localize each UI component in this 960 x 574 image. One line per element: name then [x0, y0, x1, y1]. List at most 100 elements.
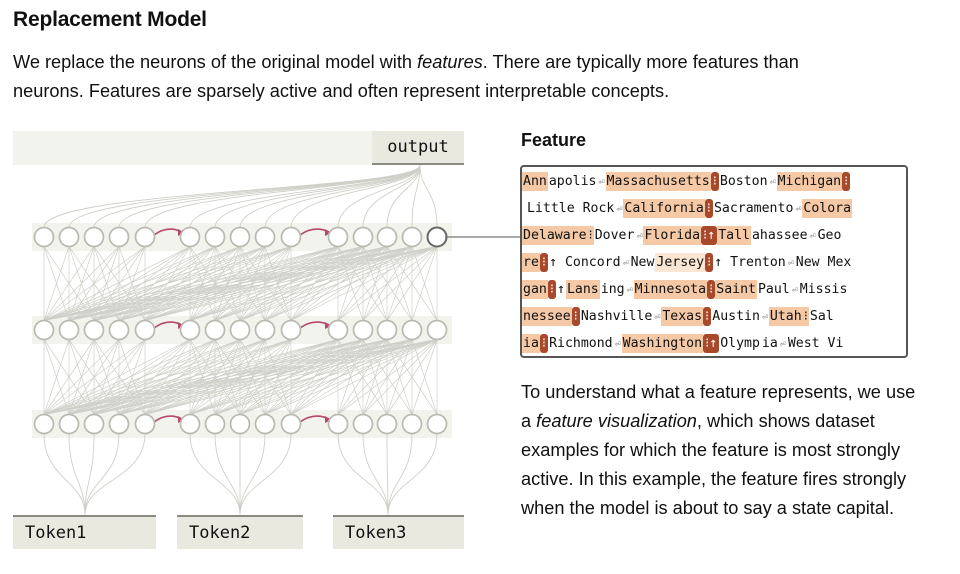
- output-edge: [264, 164, 421, 228]
- layer-edge: [362, 246, 438, 321]
- layer-edge: [43, 246, 120, 321]
- token-chip: ia: [761, 336, 778, 351]
- layer-edge: [43, 246, 388, 321]
- output-edge: [189, 164, 421, 228]
- layer-edge: [43, 339, 241, 415]
- token-edge: [386, 433, 389, 516]
- layer-edge: [68, 339, 438, 415]
- layer-edge: [214, 339, 438, 415]
- feature-node: [204, 319, 226, 341]
- residual-arrowhead: [325, 322, 331, 329]
- newline-icon: ⏎: [787, 258, 794, 269]
- token-edge: [362, 433, 389, 516]
- feature-node: [134, 319, 156, 341]
- feature-node: [33, 413, 55, 435]
- token-chip: ⁝: [539, 253, 549, 272]
- newline-icon: ⏎: [614, 339, 621, 350]
- layer-edge: [290, 246, 438, 321]
- feature-node: [58, 226, 80, 248]
- newline-icon: ⏎: [616, 204, 623, 215]
- intro-paragraph: We replace the neurons of the original m…: [13, 48, 843, 106]
- feature-node: [376, 413, 398, 435]
- newline-icon: ⏎: [809, 231, 816, 242]
- layer-edge: [43, 339, 95, 415]
- token-chip: ⁝: [802, 307, 809, 326]
- layer-edge: [43, 246, 70, 321]
- token-chip: Nashville: [580, 309, 653, 324]
- token-chip: ⁝: [705, 253, 714, 272]
- feature-example-row: Little Rock⏎California⁝Sacramento⏎Colora: [522, 195, 906, 222]
- output-label: output: [372, 131, 464, 165]
- token-chip: Florida: [643, 226, 702, 245]
- layer-edge: [264, 246, 438, 321]
- token-edge: [214, 433, 241, 516]
- newline-icon: ⏎: [779, 339, 786, 350]
- layer-edge: [337, 339, 438, 415]
- layer-edge: [43, 246, 216, 321]
- token-chip: Tall: [717, 226, 751, 245]
- layer-edge: [43, 246, 241, 321]
- layer-edge: [43, 339, 120, 415]
- feature-node: [83, 413, 105, 435]
- layer-edge: [239, 339, 438, 415]
- feature-node: [327, 413, 349, 435]
- feature-node: [229, 226, 251, 248]
- layer-edge: [43, 246, 364, 321]
- feature-node: [83, 226, 105, 248]
- token-chip: Ann: [522, 172, 548, 191]
- token-chip: Washington: [621, 334, 704, 353]
- token-chip: ⁝: [547, 280, 557, 299]
- layer-edge: [239, 246, 438, 321]
- token-chip: ↑: [557, 282, 565, 297]
- residual-arrowhead: [325, 229, 331, 236]
- feature-node: [108, 226, 130, 248]
- token-chip: ⁝: [703, 307, 712, 326]
- desc-text-start: To understand what a feature represents,…: [521, 382, 916, 431]
- token-chip: apolis: [548, 174, 597, 189]
- feature-node: [376, 319, 398, 341]
- token-chip: Colora: [802, 199, 853, 218]
- replacement-model-diagram: [32, 164, 520, 516]
- feature-node: [280, 413, 302, 435]
- feature-node: [401, 319, 423, 341]
- feature-node: [58, 319, 80, 341]
- layer-edge: [43, 339, 388, 415]
- output-edge: [43, 164, 421, 228]
- feature-node: [108, 413, 130, 435]
- token-chip: California: [623, 199, 705, 218]
- token-chip: Texas: [661, 307, 704, 326]
- feature-node: [401, 226, 423, 248]
- layer-edge: [118, 246, 438, 321]
- feature-nodes: [33, 226, 448, 435]
- token-chip: New Mex: [795, 255, 852, 270]
- layer-edge: [93, 246, 438, 321]
- layer-edge: [43, 339, 70, 415]
- layer-edge: [43, 339, 438, 415]
- feature-node: [352, 413, 374, 435]
- token-chip: Little Rock: [527, 201, 615, 216]
- layer-edge: [386, 246, 438, 321]
- token-chip: Sacramento: [713, 201, 794, 216]
- newline-icon: ⏎: [636, 231, 643, 242]
- intro-emphasis: features: [417, 52, 483, 72]
- token-1-label: Token1: [13, 515, 156, 549]
- intro-text-start: We replace the neurons of the original m…: [13, 52, 418, 72]
- layer-edge: [68, 246, 438, 321]
- feature-node: [204, 413, 226, 435]
- feature-node: [33, 319, 55, 341]
- page-title: Replacement Model: [13, 8, 207, 31]
- token-edge: [239, 433, 266, 516]
- token-chip: ahassee: [751, 228, 808, 243]
- feature-node: [179, 319, 201, 341]
- feature-node: [33, 226, 55, 248]
- token-edge: [84, 433, 120, 516]
- token-chip: Dover: [594, 228, 635, 243]
- intro-text-end: . There are typically more features than…: [13, 52, 799, 101]
- newline-icon: ⏎: [795, 204, 802, 215]
- output-edge: [386, 164, 421, 228]
- feature-description: To understand what a feature represents,…: [521, 378, 921, 523]
- token-edge: [387, 433, 413, 516]
